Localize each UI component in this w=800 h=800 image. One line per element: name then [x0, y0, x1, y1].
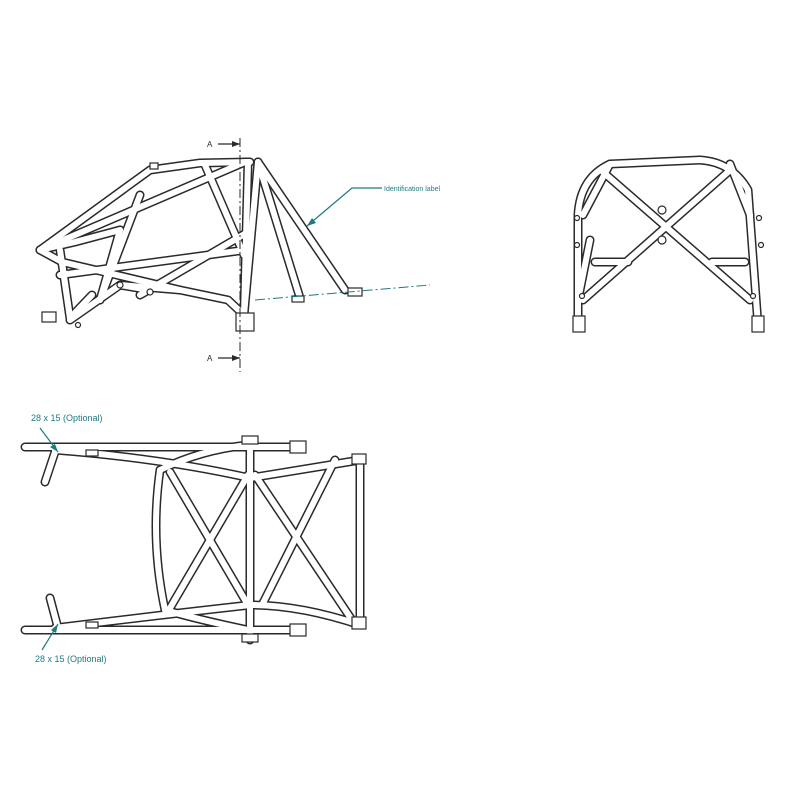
identification-label-text: Identification label	[384, 186, 440, 193]
top-view-tubes	[20, 435, 365, 645]
optional-label-top: 28 x 15 (Optional)	[31, 413, 103, 423]
optional-callout-top: 28 x 15 (Optional)	[31, 413, 103, 453]
front-view-tubes	[573, 155, 763, 330]
top-view: 28 x 15 (Optional) 28 x 15 (Optional)	[20, 413, 367, 664]
side-view-tubes	[35, 157, 350, 325]
optional-label-bottom: 28 x 15 (Optional)	[35, 654, 107, 664]
top-view-mounts	[85, 435, 367, 643]
identification-label-callout: Identification label	[306, 186, 440, 227]
front-view	[572, 155, 765, 333]
section-label-bottom: A	[207, 354, 213, 363]
section-label-top: A	[207, 140, 213, 149]
section-line-a: A A	[207, 138, 241, 372]
optional-callout-bottom: 28 x 15 (Optional)	[35, 623, 107, 664]
floor-reference-line	[254, 284, 431, 301]
side-view: A A Identification label	[35, 138, 440, 372]
front-view-mounts	[572, 205, 765, 333]
